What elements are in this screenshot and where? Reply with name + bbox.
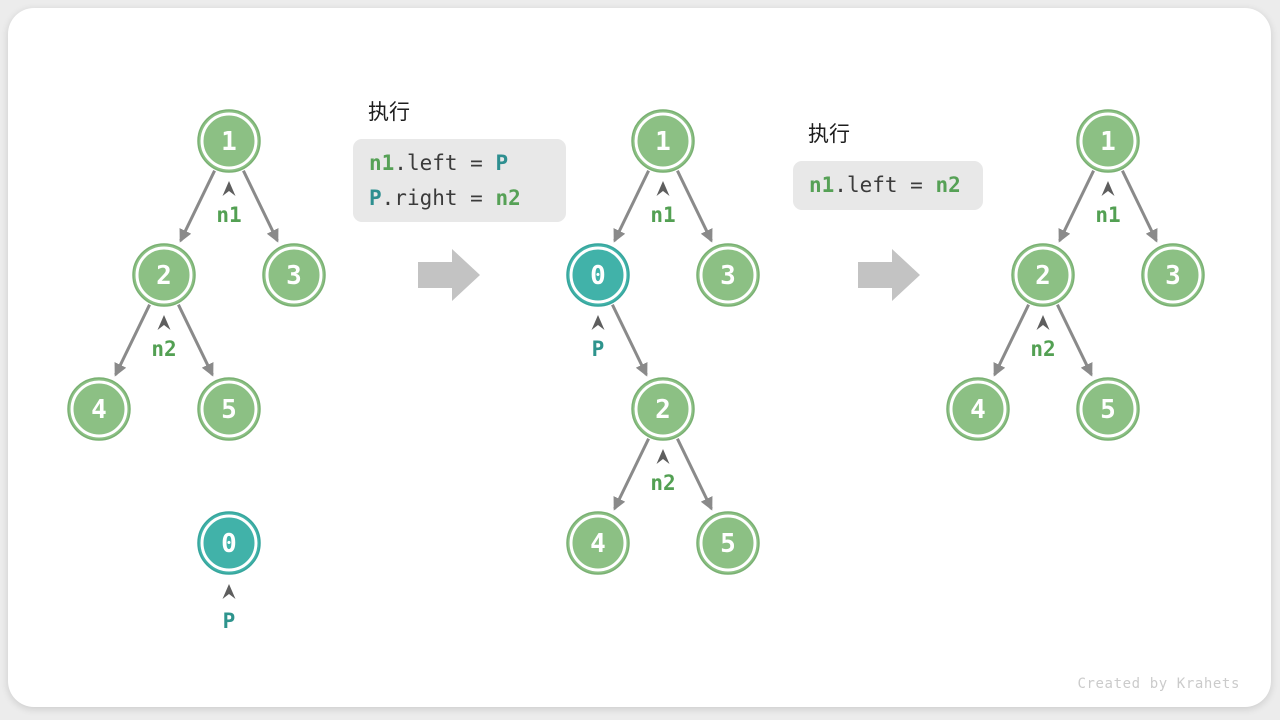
stage-arrow-icon: [858, 249, 920, 301]
tree-edge: [1121, 170, 1158, 243]
tree-after-node-1: 1: [1076, 109, 1140, 173]
tree-edge: [1058, 170, 1095, 243]
tree-edge: [1056, 304, 1093, 377]
pointer-caret-icon: [656, 449, 670, 464]
tree-edge: [242, 170, 279, 243]
node-value: 2: [156, 261, 172, 291]
node-value: 3: [1165, 261, 1181, 291]
node-value: 3: [286, 261, 302, 291]
node-value: 5: [221, 395, 237, 425]
node-value: 0: [590, 261, 606, 291]
pointer-caret-icon: [656, 181, 670, 196]
node-value: 1: [655, 127, 671, 157]
tree-before-node-1: 1: [197, 109, 261, 173]
tree-inserted-node-5: 5: [696, 511, 760, 575]
tree-inserted-node-1: 1: [631, 109, 695, 173]
pointer-caret-icon: [591, 315, 605, 330]
watermark: Created by Krahets: [1077, 676, 1240, 692]
tree-after-node-4: 4: [946, 377, 1010, 441]
node-value: 5: [1100, 395, 1116, 425]
tree-after-node-5: 5: [1076, 377, 1140, 441]
pointer-caret-icon: [222, 584, 236, 599]
tree-before-node-3: 3: [262, 243, 326, 307]
node-value: 4: [590, 529, 606, 559]
tree-after-node-2: 2: [1011, 243, 1075, 307]
pointer-label-n1: n1: [650, 203, 675, 227]
node-value: 2: [1035, 261, 1051, 291]
node-value: 3: [720, 261, 736, 291]
tree-before-node-0: 0: [197, 511, 261, 575]
tree-inserted-node-3: 3: [696, 243, 760, 307]
tree-inserted-node-0: 0: [566, 243, 630, 307]
tree-inserted-node-4: 4: [566, 511, 630, 575]
tree-edge: [177, 304, 214, 377]
pointer-caret-icon: [222, 181, 236, 196]
tree-edge: [676, 170, 713, 243]
pointer-caret-icon: [1036, 315, 1050, 330]
pointer-label-P: P: [592, 337, 605, 361]
pointer-caret-icon: [1101, 181, 1115, 196]
tree-after-node-3: 3: [1141, 243, 1205, 307]
node-value: 5: [720, 529, 736, 559]
node-value: 0: [221, 529, 237, 559]
tree-edge: [676, 438, 713, 511]
pointer-label-n2: n2: [650, 471, 675, 495]
tree-edge: [611, 304, 648, 377]
tree-edge: [114, 304, 151, 377]
tree-edge: [613, 438, 650, 511]
node-value: 2: [655, 395, 671, 425]
pointer-label-n2: n2: [1030, 337, 1055, 361]
tree-edge: [179, 170, 216, 243]
node-value: 1: [221, 127, 237, 157]
stage-arrow-icon: [418, 249, 480, 301]
pointer-label-n1: n1: [1095, 203, 1120, 227]
node-value: 1: [1100, 127, 1116, 157]
node-value: 4: [91, 395, 107, 425]
tree-before-node-4: 4: [67, 377, 131, 441]
pointer-label-P: P: [223, 609, 236, 633]
tree-before-node-2: 2: [132, 243, 196, 307]
tree-inserted-node-2: 2: [631, 377, 695, 441]
tree-edge: [993, 304, 1030, 377]
tree-edge: [613, 170, 650, 243]
pointer-label-n2: n2: [151, 337, 176, 361]
pointer-caret-icon: [157, 315, 171, 330]
pointer-label-n1: n1: [216, 203, 241, 227]
node-value: 4: [970, 395, 986, 425]
tree-before-node-5: 5: [197, 377, 261, 441]
